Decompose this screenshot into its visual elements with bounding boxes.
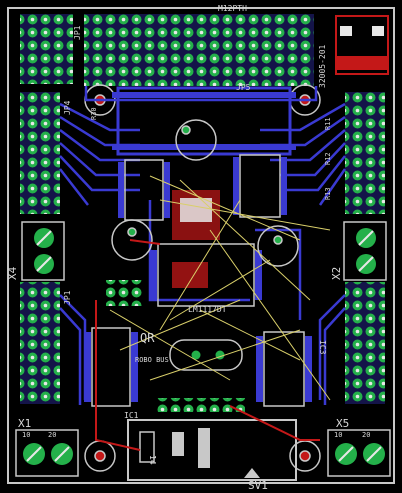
label-r12: R12 [324, 152, 332, 165]
pin-header-small [106, 280, 142, 306]
label-jp1-mid: JP1 [63, 290, 72, 305]
pin-row-bottom [155, 398, 245, 412]
label-20-left: 20 [48, 431, 56, 439]
label-robo-bus: ROBO BUS [135, 356, 169, 364]
label-r30: R30 [90, 107, 98, 120]
header-left-upper [20, 92, 60, 214]
mcu-chip [112, 86, 296, 156]
label-ic3: IC3 [318, 340, 327, 355]
label-x4: X4 [6, 266, 19, 280]
regulator [172, 190, 220, 240]
label-cable: 32005-201 [318, 44, 327, 88]
terminal-x1 [15, 429, 79, 477]
top-copper-traces [95, 239, 320, 451]
label-x2: X2 [330, 267, 343, 280]
terminal-x4 [21, 221, 65, 281]
label-10-left: 10 [22, 431, 30, 439]
label-x1: X1 [18, 417, 31, 430]
ic1-chip [84, 327, 138, 407]
label-lm1117: LM1117DT [188, 305, 227, 314]
label-ic1: IC1 [124, 411, 139, 420]
bottom-copper-traces [59, 86, 347, 405]
label-qr: QR [140, 331, 155, 345]
airwires [109, 175, 331, 401]
usb-connector [335, 15, 389, 75]
terminal-x5 [327, 429, 391, 477]
terminal-x2 [343, 221, 387, 281]
sv1-connector [127, 419, 297, 481]
header-right-upper [345, 92, 385, 214]
label-jp5: JP5 [236, 83, 251, 92]
header-right-lower [345, 282, 385, 404]
capacitors [111, 119, 299, 267]
qfp-chip [150, 243, 262, 307]
label-10-right: 10 [334, 431, 342, 439]
label-20-right: 20 [362, 431, 370, 439]
label-m12pth: M12PTH [218, 4, 247, 13]
ic-right [233, 154, 287, 218]
label-r13: R13 [324, 187, 332, 200]
board-outline [7, 7, 395, 484]
label-sv1: SV1 [248, 479, 268, 492]
header-top-center [84, 14, 314, 86]
ic-left [118, 159, 170, 221]
label-r11: R11 [324, 117, 332, 130]
label-14: 14 [148, 455, 157, 465]
label-jp4: JP4 [63, 100, 72, 115]
label-jp1-top: JP1 [73, 25, 82, 40]
ic3-chip [256, 331, 312, 407]
header-top-left [20, 14, 73, 84]
label-x5: X5 [336, 417, 349, 430]
header-left-lower [20, 282, 60, 404]
